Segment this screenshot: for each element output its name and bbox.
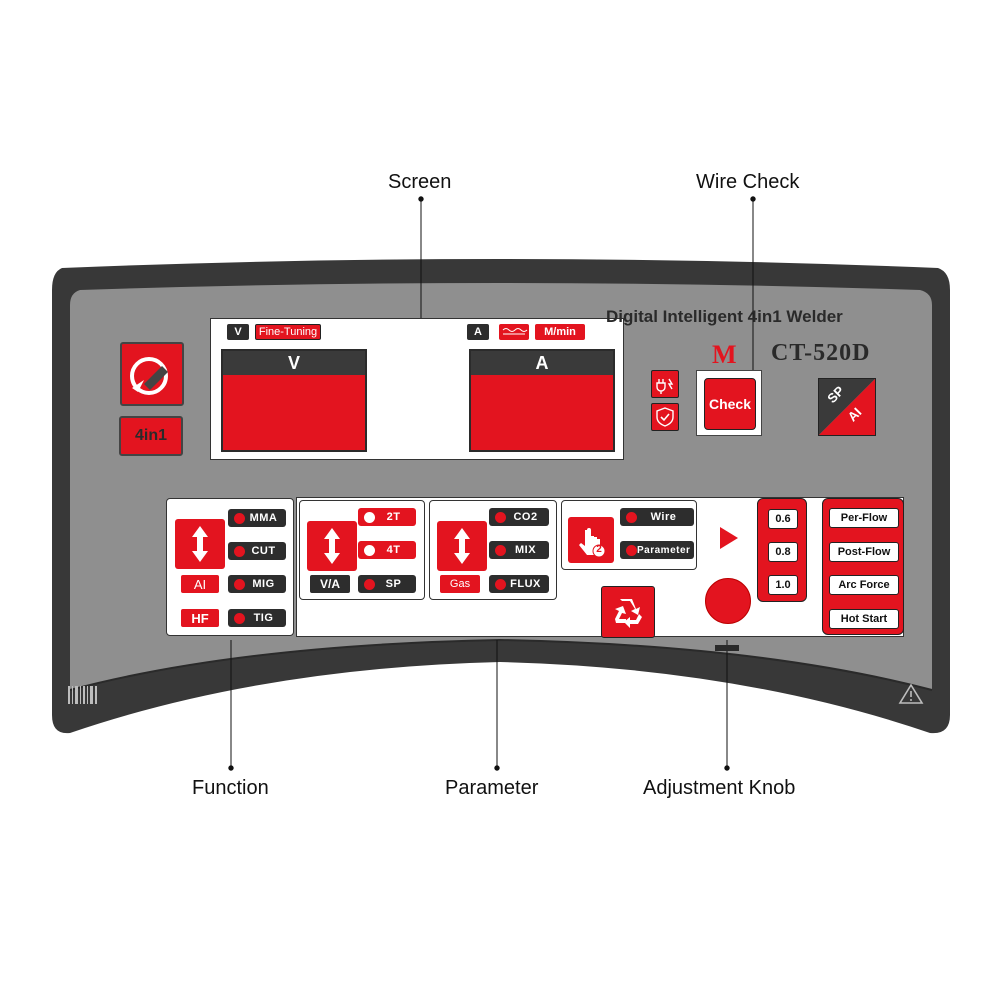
hf-tag: HF <box>181 609 219 627</box>
voltage-display-label: V <box>223 351 365 375</box>
trigger-2t[interactable]: 2T <box>358 508 416 526</box>
recycle-icon <box>615 599 642 628</box>
sp-ai-badge: SP AI <box>818 378 876 436</box>
mode-tig-label: TIG <box>253 612 274 624</box>
trigger-panel: V/A 2T 4T SP <box>299 500 425 600</box>
gas-flux-label: FLUX <box>510 578 541 590</box>
gas-mix[interactable]: MIX <box>489 541 549 559</box>
brand-mark: M <box>712 340 737 369</box>
trigger-2t-label: 2T <box>386 511 401 523</box>
panel-title: Digital Intelligent 4in1 Welder <box>606 307 843 326</box>
tag-m-per-min: M/min <box>535 324 585 340</box>
indicator-led <box>234 612 245 624</box>
callout-screen: Screen <box>388 171 452 193</box>
gas-co2-label: CO2 <box>513 511 538 523</box>
current-display-label: A <box>471 351 613 375</box>
model-name: CT-520D <box>771 340 871 366</box>
indicator-led <box>626 544 637 556</box>
gas-co2[interactable]: CO2 <box>489 508 549 526</box>
trigger-sp-label: SP <box>385 578 402 590</box>
shield-check-icon <box>651 403 679 431</box>
badge-4in1: 4in1 <box>119 416 183 456</box>
up-down-arrow-icon <box>192 526 208 562</box>
mode-cut[interactable]: CUT <box>228 542 286 560</box>
callout-parameter: Parameter <box>445 777 539 799</box>
indicator-led <box>364 544 375 556</box>
tag-a: A <box>467 324 489 340</box>
play-arrow-icon <box>720 527 738 549</box>
pre-flow-button[interactable]: Per-Flow <box>829 508 899 528</box>
wire-size-0-6[interactable]: 0.6 <box>768 509 798 529</box>
check-button[interactable]: Check <box>704 378 756 430</box>
mode-cut-label: CUT <box>251 545 276 557</box>
advanced-settings-panel: Per-Flow Post-Flow Arc Force Hot Start <box>822 498 904 635</box>
post-flow-button[interactable]: Post-Flow <box>829 542 899 562</box>
wire-size-panel: 0.6 0.8 1.0 <box>757 498 807 602</box>
gas-select-button[interactable] <box>437 521 487 571</box>
barcode-icon <box>68 686 97 704</box>
function-select-button[interactable] <box>175 519 225 569</box>
indicator-led <box>234 578 245 590</box>
indicator-led <box>364 511 375 523</box>
trigger-4t[interactable]: 4T <box>358 541 416 559</box>
current-display: A <box>469 349 615 452</box>
select-wire-label: Wire <box>650 511 677 523</box>
warning-icon <box>898 683 924 704</box>
wire-check-frame: Check <box>696 370 762 436</box>
va-tag: V/A <box>310 575 350 593</box>
indicator-led <box>234 512 245 524</box>
trigger-select-button[interactable] <box>307 521 357 571</box>
up-down-arrow-icon <box>454 528 470 564</box>
callout-adjustment-knob: Adjustment Knob <box>643 777 796 799</box>
indicator-led <box>495 544 506 556</box>
tag-fine-tuning: Fine-Tuning <box>255 324 321 340</box>
power-plug-icon <box>651 370 679 398</box>
voltage-display: V <box>221 349 367 452</box>
arc-force-button[interactable]: Arc Force <box>829 575 899 595</box>
mode-mig-label: MIG <box>252 578 275 590</box>
select-wire[interactable]: Wire <box>620 508 694 526</box>
indicator-led <box>626 511 637 523</box>
gas-tag: Gas <box>440 575 480 593</box>
wire-parameter-button[interactable]: 2 <box>568 517 614 563</box>
mode-tig[interactable]: TIG <box>228 609 286 627</box>
ai-tag: AI <box>181 575 219 593</box>
wire-feed-icon <box>499 324 529 340</box>
wire-size-0-8[interactable]: 0.8 <box>768 542 798 562</box>
select-parameter[interactable]: Parameter <box>620 541 694 559</box>
function-panel: AI HF MMA CUT MIG TIG <box>166 498 294 636</box>
indicator-led <box>495 511 506 523</box>
trigger-sp[interactable]: SP <box>358 575 416 593</box>
callout-wire-check: Wire Check <box>696 171 800 193</box>
screen-area: V Fine-Tuning V A M/min A <box>210 318 624 460</box>
gas-mix-label: MIX <box>514 544 537 556</box>
knob-base <box>715 645 739 651</box>
tag-v: V <box>227 324 249 340</box>
trigger-4t-label: 4T <box>386 544 401 556</box>
mode-mig[interactable]: MIG <box>228 575 286 593</box>
indicator-led <box>364 578 375 590</box>
wire-size-1-0[interactable]: 1.0 <box>768 575 798 595</box>
welding-torch-icon <box>130 357 168 395</box>
up-down-arrow-icon <box>324 528 340 564</box>
hot-start-button[interactable]: Hot Start <box>829 609 899 629</box>
wire-parameter-panel: 2 Wire Parameter <box>561 500 697 570</box>
indicator-led <box>234 545 245 557</box>
welder-logo <box>120 342 184 406</box>
select-parameter-label: Parameter <box>637 544 691 556</box>
mode-mma-label: MMA <box>249 512 278 524</box>
wire-parameter-badge: 2 <box>596 544 602 555</box>
mode-mma[interactable]: MMA <box>228 509 286 527</box>
reset-button[interactable] <box>601 586 655 638</box>
gas-flux[interactable]: FLUX <box>489 575 549 593</box>
callout-function: Function <box>192 777 269 799</box>
gas-panel: Gas CO2 MIX FLUX <box>429 500 557 600</box>
adjustment-knob[interactable] <box>705 578 751 624</box>
indicator-led <box>495 578 506 590</box>
touch-hand-icon <box>579 528 606 558</box>
